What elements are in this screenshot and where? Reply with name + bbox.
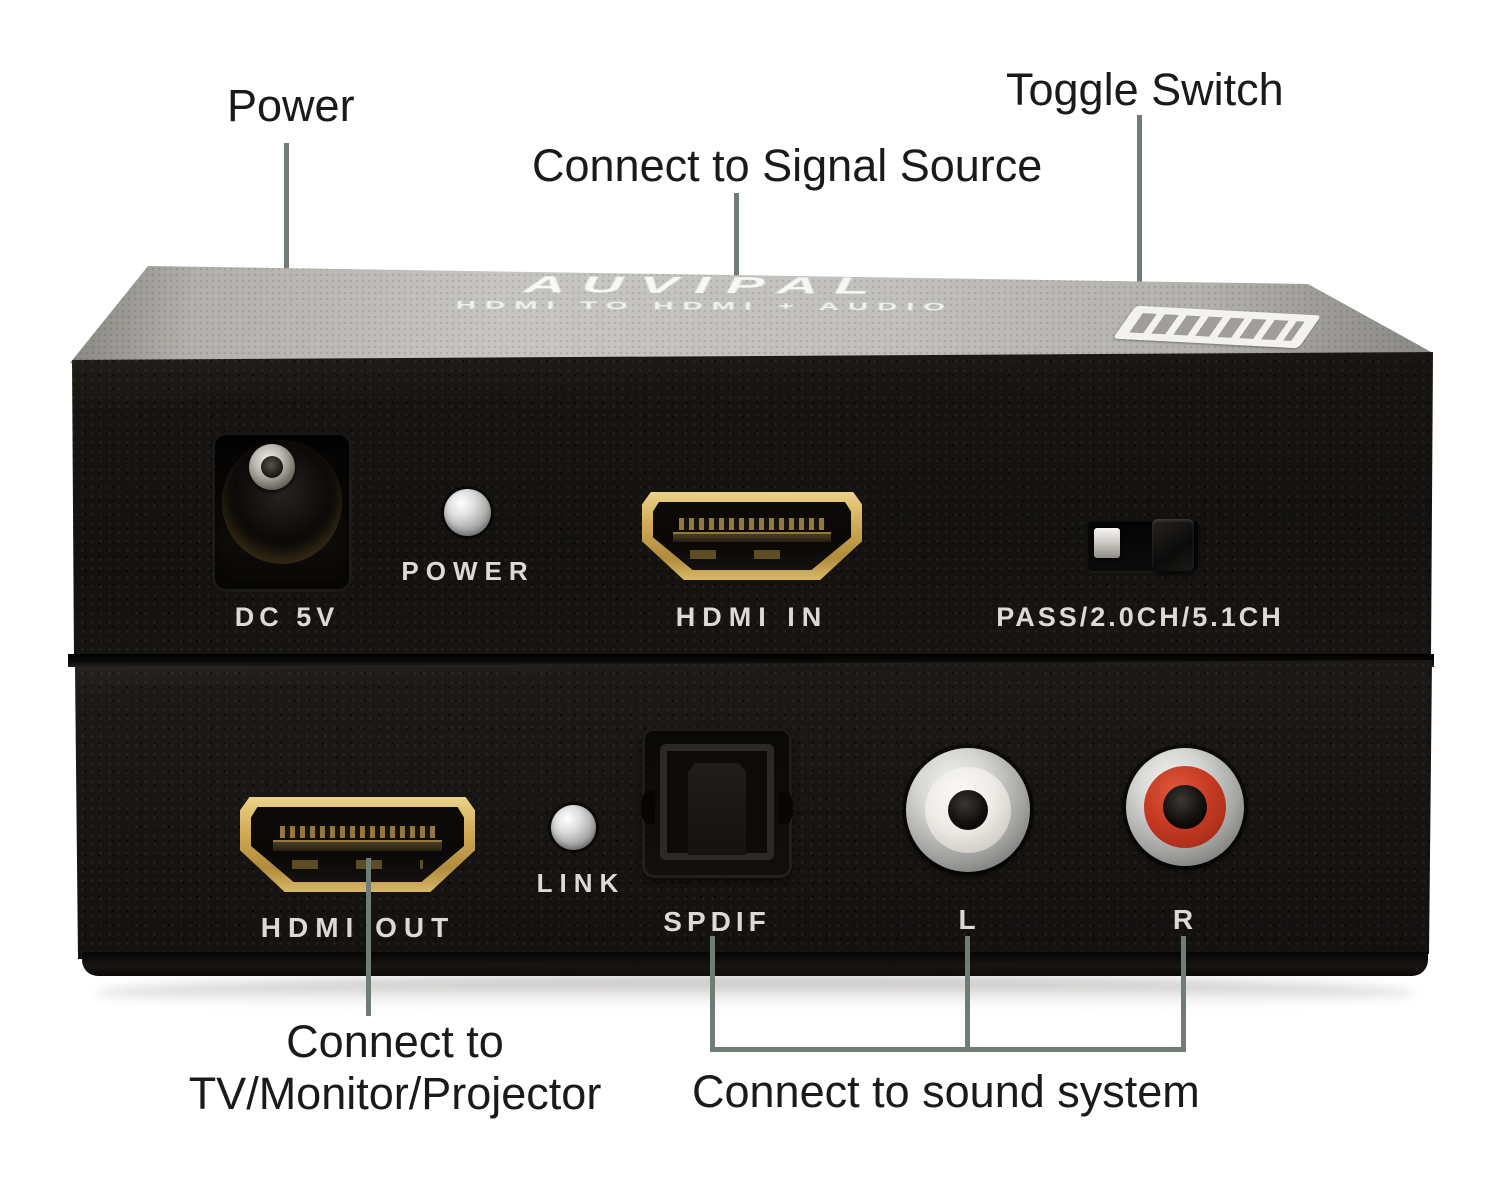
bottom-device-base [82,952,1428,976]
hdmi-in-pins [679,518,825,530]
power-led-label: POWER [401,556,535,586]
rca-jack-right [1126,748,1244,866]
callout-sound-system-label: Connect to sound system [692,1066,1200,1117]
rca-jack-left [906,748,1030,872]
toggle-switch-lever [1152,519,1194,571]
hdmi-in-label: HDMI IN [675,602,829,632]
rca-right-label: R [1172,904,1196,935]
link-led-label: LINK [536,868,626,898]
hdmi-out-port [240,797,475,892]
callout-tv-line2: TV/Monitor/Projector [188,1068,602,1119]
brand-logo-text: AUVIPAL [523,271,887,300]
dc-jack-label: DC 5V [234,602,340,632]
hdmi-in-tongue [672,531,832,543]
rca-left-hole [948,790,988,830]
link-led [551,805,596,850]
callout-signal-source-label: Connect to Signal Source [532,140,1043,191]
hdmi-out-tabs [291,859,424,870]
callout-line-hdmi-out [366,858,371,1016]
power-led [444,489,491,536]
rca-left-label: L [958,904,978,935]
mode-switch-label: PASS/2.0CH/5.1CH [996,602,1284,632]
hdmi-in-port [642,492,862,580]
hdmi-out-pins [279,825,436,838]
callout-power-label: Power [227,80,355,131]
hdmi-in-tabs [690,550,814,559]
callout-toggle-switch-label: Toggle Switch [1006,64,1284,115]
callout-line-rca-left [965,936,970,1052]
hdmi-out-label: HDMI OUT [260,912,456,943]
dc-jack-pin [249,444,295,490]
toggle-switch-knob [1094,528,1120,558]
toggle-switch [1086,519,1200,573]
callout-line-spdif [710,936,715,1052]
spdif-optical-port [641,728,793,878]
callout-line-bracket [710,1047,1186,1052]
dc-power-jack [212,432,352,592]
hdmi-out-tongue [272,839,443,852]
callout-line-rca-right [1181,936,1186,1052]
surface-reflection [95,976,1415,1010]
spdif-label: SPDIF [663,906,771,937]
callout-tv-label: Connect to TV/Monitor/Projector [170,1016,620,1120]
spdif-side-notches [641,791,793,824]
callout-tv-line1: Connect to [286,1016,504,1067]
rca-right-hole [1163,785,1207,829]
